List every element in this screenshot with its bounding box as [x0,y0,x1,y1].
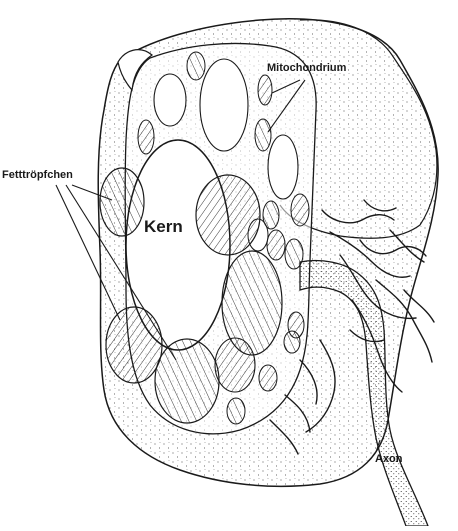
label-mitochondrium: Mitochondrium [267,63,346,74]
mitochondrion [138,120,154,154]
vacuole-3 [268,135,298,199]
label-kern: Kern [144,218,183,235]
mitochondrion [255,119,271,151]
mitochondrion [284,331,300,353]
mitochondrion [227,398,245,424]
mitochondrion [187,52,205,80]
vacuole-1 [154,74,186,126]
mitochondrion [291,194,309,226]
mitochondrion [259,365,277,391]
fat-droplet [215,338,255,392]
label-axon: Axon [375,454,403,465]
fat-droplet [100,168,144,236]
mitochondrion [258,75,272,105]
fat-droplet [106,307,162,383]
mitochondrion [267,230,285,260]
mitochondrion [263,201,279,229]
fat-droplet [155,339,219,423]
vacuole-2 [200,59,248,151]
label-fetttroepfchen: Fetttröpfchen [2,170,73,181]
fat-droplet [196,175,260,255]
